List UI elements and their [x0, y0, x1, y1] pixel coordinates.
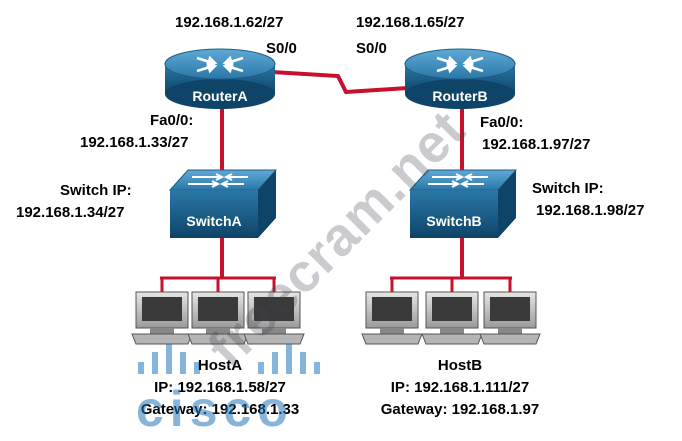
- hostb-pcs[interactable]: [361, 291, 541, 345]
- switch-a-label: Switch IP:: [60, 182, 132, 199]
- host-a-ip: IP: 192.168.1.58/27: [154, 379, 286, 396]
- switch-b-icon[interactable]: [408, 169, 518, 238]
- switch-a-name: SwitchA: [186, 213, 242, 229]
- router-b-icon[interactable]: [404, 48, 516, 109]
- router-a-fa-ip: 192.168.1.33/27: [80, 134, 189, 151]
- pc-icon[interactable]: [479, 291, 541, 345]
- pc-icon[interactable]: [187, 291, 249, 345]
- host-a-gateway: Gateway: 192.168.1.33: [140, 401, 300, 418]
- pc-icon[interactable]: [421, 291, 483, 345]
- router-a-serial-if: S0/0: [266, 40, 297, 57]
- switch-b-ip: 192.168.1.98/27: [536, 202, 645, 219]
- links: [160, 70, 512, 292]
- router-b-serial-if: S0/0: [356, 40, 387, 57]
- pc-icon[interactable]: [131, 291, 193, 345]
- host-b-gateway: Gateway: 192.168.1.97: [380, 401, 540, 418]
- host-b-name: HostB: [437, 357, 483, 374]
- router-b-fa-ip: 192.168.1.97/27: [482, 136, 591, 153]
- router-b-fa-if: Fa0/0:: [480, 114, 524, 131]
- cisco-watermark: cisco: [136, 381, 294, 437]
- router-a-icon[interactable]: [164, 48, 276, 109]
- switch-a-ip: 192.168.1.34/27: [16, 204, 125, 221]
- router-b-name: RouterB: [432, 88, 488, 104]
- pc-icon[interactable]: [361, 291, 423, 345]
- switch-b-name: SwitchB: [426, 213, 482, 229]
- cisco-logo-bars: [138, 344, 320, 374]
- router-a-name: RouterA: [192, 88, 248, 104]
- host-b-ip: IP: 192.168.1.111/27: [390, 379, 530, 396]
- router-b-serial-ip: 192.168.1.65/27: [356, 14, 465, 31]
- pc-icon[interactable]: [243, 291, 305, 345]
- serial-link: [271, 70, 409, 95]
- host-a-name: HostA: [197, 357, 243, 374]
- router-a-serial-ip: 192.168.1.62/27: [175, 14, 284, 31]
- switch-a-icon[interactable]: [168, 169, 278, 238]
- hosta-pcs[interactable]: [131, 291, 305, 345]
- router-a-fa-if: Fa0/0:: [150, 112, 194, 129]
- switch-b-label: Switch IP:: [532, 180, 604, 197]
